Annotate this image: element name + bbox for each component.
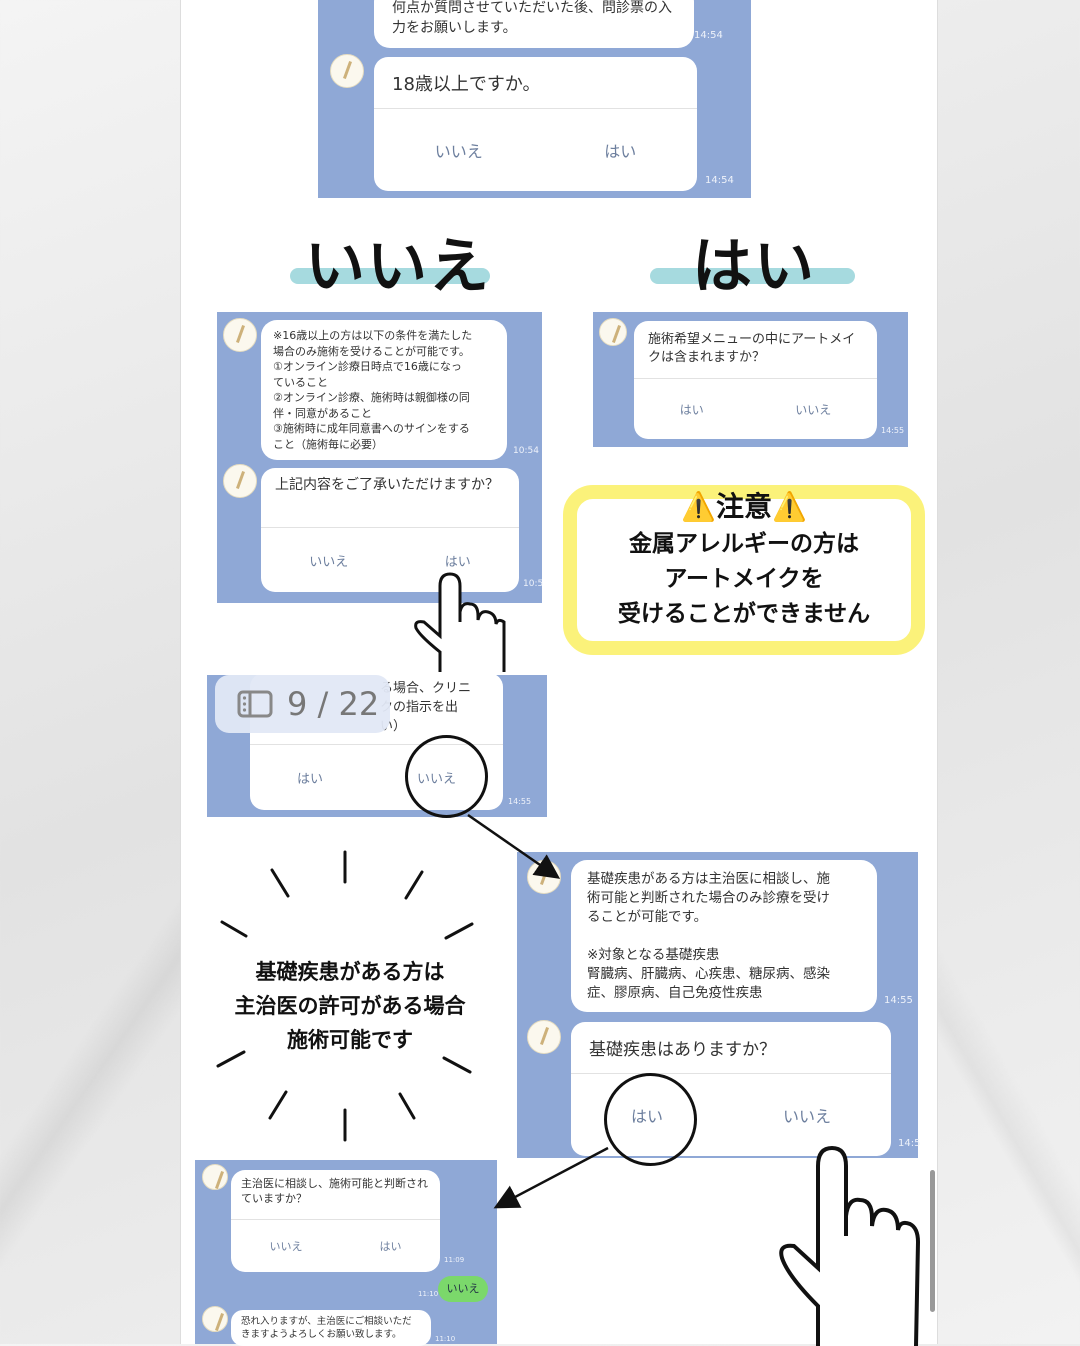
question-text: 基礎疾患はありますか？ [571,1022,891,1074]
sidebar-icon [237,690,273,718]
timestamp: 14:54 [705,175,734,186]
timestamp: 14:55 [508,797,532,806]
arrow-icon [467,813,561,879]
left-chat: ※16歳以上の方は以下の条件を満たした場合のみ施術を受けることが可能です。①オン… [217,312,544,603]
user-reply-bubble: いいえ [438,1276,488,1302]
metal-allergy-warning: ⚠️注意⚠️ 金属アレルギーの方は アートメイクを 受けることができません [563,485,925,655]
question-card: 上記内容をご了承いただけますか？ いいえ はい [261,468,519,592]
chat-bubble: 何点か質問させていただいた後、問診票の入力をお願いします。 [374,0,694,48]
clinic-avatar [202,1164,228,1190]
clinic-avatar [599,318,627,346]
warning-line: 受けることができません [617,601,871,627]
timestamp: 14:55 [884,995,913,1006]
question-text: 主治医に相談し、施術可能と判断されていますか？ [231,1170,440,1220]
highlight-circle [604,1073,697,1166]
page-indicator: 9 / 22 [215,675,390,733]
no-button[interactable]: いいえ [795,402,832,417]
no-button[interactable]: いいえ [269,1240,303,1253]
clinic-avatar [330,54,364,88]
warning-title: ⚠️注意⚠️ [681,490,807,523]
no-button[interactable]: いいえ [782,1107,831,1126]
timestamp: 10:5 [523,579,544,589]
timestamp: 14:5 [898,1138,921,1149]
heading-no: いいえ [305,232,491,302]
timestamp: 10:54 [513,446,539,456]
question-card: 主治医に相談し、施術可能と判断されていますか？ いいえ はい [231,1170,440,1272]
pointing-hand-icon [779,1146,921,1346]
timestamp: 11:09 [444,1256,465,1264]
question-card: 18歳以上ですか。 いいえ はい [374,57,697,191]
chat-bubble: ※16歳以上の方は以下の条件を満たした場合のみ施術を受けることが可能です。①オン… [261,320,507,460]
pointing-hand-icon [414,572,506,672]
top-chat: 何点か質問させていただいた後、問診票の入力をお願いします。 14:54 18歳以… [318,0,751,198]
yes-button[interactable]: はい [444,554,471,570]
chat-bubble: 恐れ入りますが、主治医にご相談いただきますようよろしくお願い致します。 [231,1310,431,1346]
no-button[interactable]: いいえ [309,554,349,570]
highlight-circle [405,735,488,818]
question-text: 上記内容をご了承いただけますか？ [261,468,519,528]
yes-button[interactable]: はい [604,142,637,161]
bottom-chat: 主治医に相談し、施術可能と判断されていますか？ いいえ はい 11:09 11:1… [195,1160,497,1346]
brush-highlight [290,268,490,284]
warning-line: 金属アレルギーの方は [629,531,859,557]
arrow-icon [493,1146,609,1209]
timestamp: 14:54 [694,30,723,41]
warning-line: アートメイクを [664,566,824,592]
yes-button[interactable]: はい [679,402,704,417]
timestamp: 11:10 [435,1335,456,1343]
timestamp: 11:10 [418,1290,439,1298]
brush-highlight [650,268,855,284]
heading-yes: はい [692,232,816,302]
question-card: 施術希望メニューの中にアートメイクは含まれますか？ はい いいえ [634,321,877,439]
clinic-avatar [223,464,257,498]
question-text: 施術希望メニューの中にアートメイクは含まれますか？ [634,321,877,379]
clinic-avatar [202,1306,228,1332]
clinic-avatar [527,1020,561,1054]
burst-message: 基礎疾患がある方は主治医の許可がある場合施術可能です [234,960,466,1052]
yes-button[interactable]: はい [379,1240,402,1253]
page-count: 9 / 22 [287,685,380,723]
chat-bubble: 基礎疾患がある方は主治医に相談し、施術可能と判断された場合のみ診療を受けることが… [571,860,877,1012]
right-chat: 施術希望メニューの中にアートメイクは含まれますか？ はい いいえ 14:55 [593,312,908,447]
no-button[interactable]: いいえ [434,142,483,161]
yes-button[interactable]: はい [296,772,323,787]
timestamp: 14:55 [881,426,905,435]
clinic-avatar [223,318,257,352]
burst-lines [216,850,474,1142]
question-text: 18歳以上ですか。 [374,57,697,109]
scrollbar[interactable] [930,1170,935,1312]
